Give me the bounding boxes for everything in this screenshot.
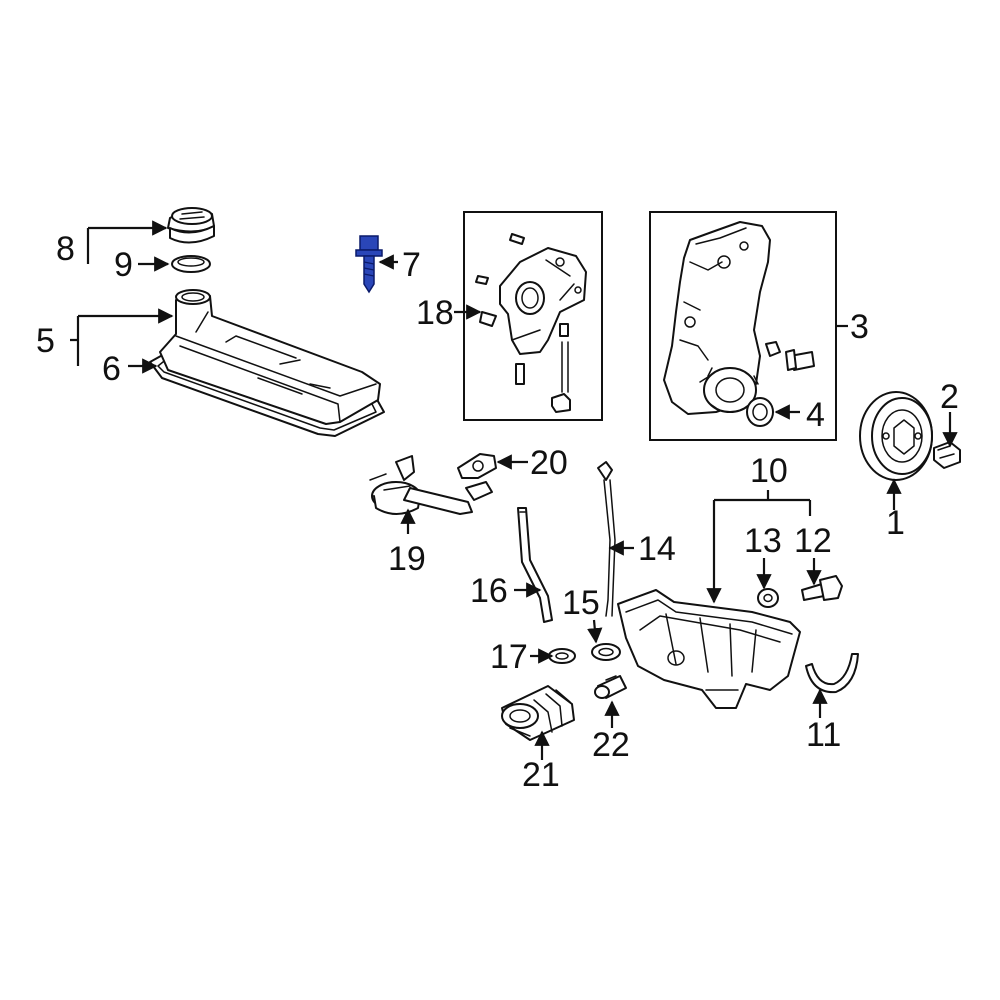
callout-2: 2: [940, 378, 959, 416]
callout-4: 4: [806, 396, 825, 434]
valve-cover[interactable]: [149, 289, 385, 437]
callout-22: 22: [592, 726, 630, 764]
crankshaft-front-seal[interactable]: [746, 397, 774, 427]
callout-10: 10: [750, 452, 788, 490]
oil-pickup-gasket[interactable]: [457, 453, 497, 479]
valve-cover-bolt[interactable]: [355, 235, 383, 294]
callout-3: 3: [850, 308, 869, 346]
callout-14: 14: [638, 530, 676, 568]
callout-11: 11: [806, 716, 841, 754]
crankshaft-pulley-bolt[interactable]: [933, 441, 961, 469]
oil-filter[interactable]: [501, 685, 575, 741]
dipstick-tube-seal[interactable]: [548, 648, 576, 664]
callout-9: 9: [114, 246, 133, 284]
timing-cover[interactable]: [663, 221, 815, 415]
callout-1: 1: [886, 504, 905, 542]
oil-dipstick[interactable]: [597, 461, 616, 617]
leader-lines: [70, 228, 958, 760]
callout-21: 21: [522, 756, 560, 794]
oil-filler-cap-seal[interactable]: [171, 255, 211, 273]
callout-6: 6: [102, 350, 121, 388]
callout-13: 13: [744, 522, 782, 560]
oil-pan[interactable]: [617, 589, 801, 709]
dipstick-tube[interactable]: [517, 507, 553, 623]
oil-pump[interactable]: [475, 233, 587, 413]
callout-7: 7: [402, 246, 421, 284]
dipstick-seal[interactable]: [591, 643, 621, 661]
callout-15: 15: [562, 584, 600, 622]
oil-filter-fitting[interactable]: [594, 675, 627, 699]
callout-12: 12: [794, 522, 832, 560]
callout-19: 19: [388, 540, 426, 578]
drain-plug[interactable]: [801, 575, 843, 601]
callout-labels: 8 9 5 6 7 18 3 4 2 1 20 10 19 14 13 12 1…: [36, 230, 959, 794]
callout-18: 18: [416, 294, 454, 332]
oil-pickup-tube[interactable]: [369, 455, 493, 515]
callout-5: 5: [36, 322, 55, 360]
callout-8: 8: [56, 230, 75, 268]
callout-16: 16: [470, 572, 508, 610]
rear-main-seal-half[interactable]: [805, 653, 859, 694]
callout-20: 20: [530, 444, 568, 482]
callout-17: 17: [490, 638, 528, 676]
crankshaft-pulley[interactable]: [859, 391, 933, 481]
drain-plug-washer[interactable]: [757, 588, 779, 608]
oil-filler-cap[interactable]: [167, 207, 215, 244]
